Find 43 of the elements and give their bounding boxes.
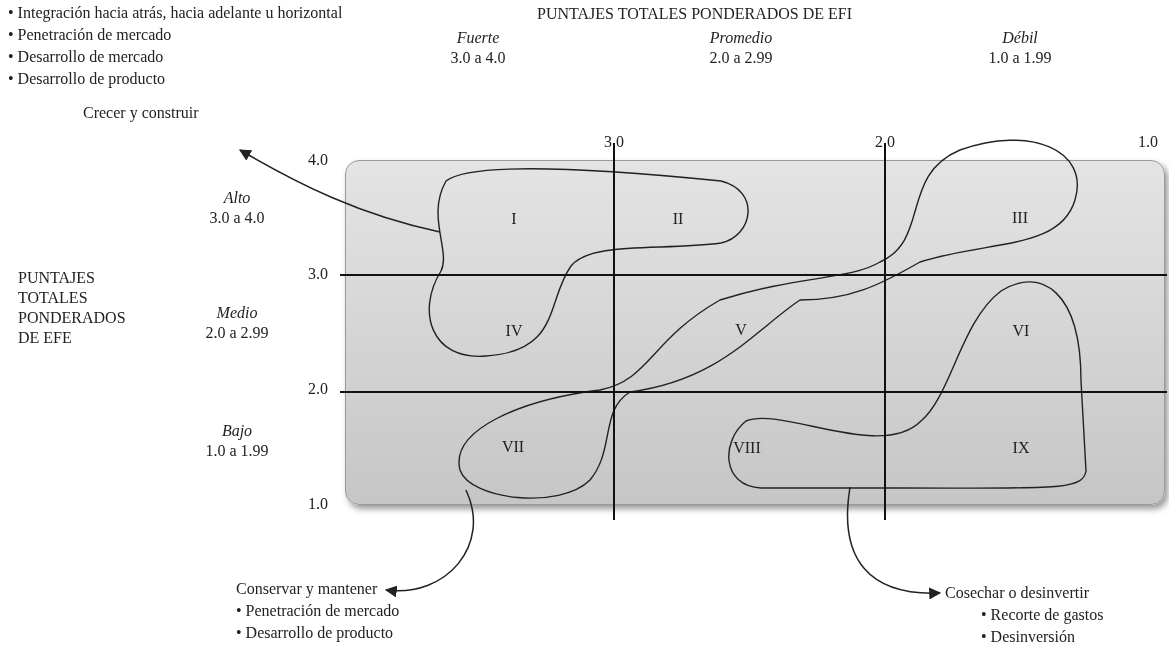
axis-title: PUNTAJES TOTALES PONDERADOS DE EFE (18, 268, 127, 348)
category-label: Bajo (221, 421, 253, 441)
bullet-item: • Desarrollo de mercado (8, 47, 164, 67)
bullet-item: • Recorte de gastos (981, 605, 1104, 626)
category-label: Fuerte (456, 28, 500, 48)
range-label: 3.0 a 4.0 (450, 48, 506, 68)
bullet-item: • Desarrollo de producto (8, 69, 166, 90)
category-label: Medio (216, 303, 258, 323)
arrow (238, 149, 441, 233)
matrix-cell-numeral: VIII (733, 439, 761, 457)
category-label: Promedio (709, 28, 773, 48)
bullet-item: • Integración hacia atrás, hacia adelante u horizontal (8, 3, 343, 24)
bullet-item: • Desinversión (981, 627, 1076, 647)
tick-label: 1.0 (308, 494, 328, 514)
tick-label: 3.0 (308, 264, 328, 284)
matrix-panel (345, 160, 1165, 505)
matrix-cell-numeral: VI (1012, 322, 1030, 340)
strategy-heading: Conservar y mantener (236, 579, 378, 600)
bullet-item: • Penetración de mercado (8, 25, 172, 45)
matrix-cell-numeral: III (1012, 209, 1028, 227)
arrow (846, 486, 942, 599)
matrix-cell-numeral: I (511, 210, 517, 228)
category-label: Alto (223, 188, 251, 208)
range-label: 2.0 a 2.99 (709, 48, 773, 68)
strategy-heading: Crecer y construir (83, 103, 199, 124)
tick-label: 2.0 (308, 379, 328, 399)
bullet-item: • Desarrollo de producto (236, 623, 394, 644)
bullet-item: • Penetración de mercado (236, 601, 400, 621)
matrix-cell-numeral: IX (1012, 439, 1030, 457)
tick-label: 1.0 (1138, 132, 1158, 152)
range-label: 1.0 a 1.99 (988, 48, 1052, 68)
range-label: 2.0 a 2.99 (205, 323, 269, 343)
matrix-cell-numeral: V (735, 321, 747, 339)
tick-label: 4.0 (308, 150, 328, 170)
axis-title: PUNTAJES TOTALES PONDERADOS DE EFI (537, 4, 853, 24)
range-label: 3.0 a 4.0 (209, 208, 265, 228)
matrix-cell-numeral: IV (505, 322, 523, 340)
matrix-cell-numeral: II (672, 210, 684, 228)
strategy-heading: Cosechar o desinvertir (945, 583, 1089, 603)
category-label: Débil (1002, 28, 1038, 48)
matrix-cell-numeral: VII (501, 438, 525, 456)
arrow (384, 489, 474, 597)
range-label: 1.0 a 1.99 (205, 441, 269, 461)
